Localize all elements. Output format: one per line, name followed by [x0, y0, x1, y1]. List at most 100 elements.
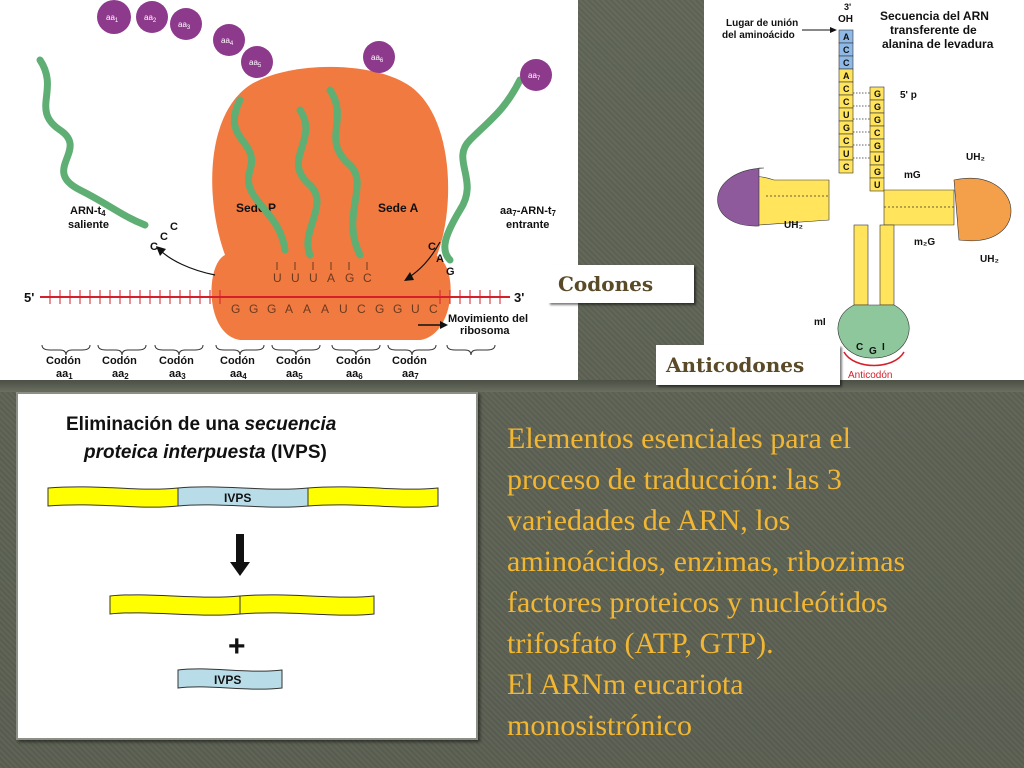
svg-text:C: C — [856, 342, 863, 353]
svg-text:C: C — [150, 241, 158, 253]
aa-bead-5 — [241, 46, 273, 78]
m2g-label: m₂G — [914, 237, 935, 248]
svg-text:G: G — [393, 302, 402, 316]
incoming-arrow-head — [404, 272, 414, 281]
body-line-1: Elementos esenciales para el — [507, 422, 852, 455]
anticodon-loop — [837, 304, 910, 359]
svg-text:aa1: aa1 — [106, 13, 119, 24]
svg-text:C: C — [874, 128, 881, 138]
ivps-diagram: Eliminación de una secuencia proteica in… — [16, 392, 478, 740]
svg-text:aa1: aa1 — [56, 368, 73, 380]
trna-strands — [36, 56, 524, 264]
oh-label: OH — [838, 14, 853, 25]
body-line-6: trifosfato (ATP, GTP). — [507, 627, 774, 660]
svg-text:C: C — [428, 241, 436, 253]
plus-sign: + — [228, 630, 246, 663]
end-3-label: 3' — [844, 2, 851, 12]
codon-aa-labels: aa1 aa2 aa3 aa4 aa5 aa6 aa7 — [56, 368, 419, 380]
svg-text:G: G — [231, 302, 240, 316]
anticodon-label: Anticodón — [848, 370, 892, 380]
uh2-bottom-label: UH₂ — [980, 254, 999, 265]
svg-text:aa2: aa2 — [112, 368, 129, 380]
ribosome-translation-diagram: 5' 3' G G G A A A U C G G U C U U U A G … — [0, 0, 578, 380]
trna-p-site — [230, 96, 289, 254]
acceptor-pairs — [853, 92, 870, 159]
body-line-4: aminoácidos, enzimas, ribozimas — [507, 545, 906, 578]
svg-text:U: U — [291, 271, 300, 285]
svg-text:C: C — [843, 97, 850, 107]
trna-outgoing-label: ARN-t4 — [70, 205, 106, 218]
svg-text:Codón: Codón — [276, 355, 311, 367]
svg-text:Codón: Codón — [392, 355, 427, 367]
trna-anticodon-letters: U U U A G C — [273, 271, 372, 285]
aa-bead-6 — [363, 41, 395, 73]
ivps-title-1: Eliminación de una secuencia — [66, 414, 337, 435]
svg-text:Codón: Codón — [159, 355, 194, 367]
amino-acid-chain — [97, 0, 552, 91]
svg-text:C: C — [843, 58, 850, 68]
outgoing-arrow-head — [156, 246, 166, 256]
svg-text:A: A — [436, 253, 444, 265]
svg-text:A: A — [327, 271, 335, 285]
body-line-3: variedades de ARN, los — [507, 504, 791, 537]
released-ivps — [177, 668, 283, 690]
svg-text:A: A — [321, 302, 329, 316]
body-line-7: El ARNm eucariota — [507, 668, 744, 701]
svg-text:C: C — [843, 84, 850, 94]
d-loop-purple — [717, 167, 765, 227]
movement-arrow-head — [440, 321, 448, 329]
svg-text:A: A — [303, 302, 311, 316]
svg-text:G: G — [874, 89, 881, 99]
mrna-ticks — [49, 290, 501, 304]
svg-text:aa2: aa2 — [144, 13, 157, 24]
svg-text:U: U — [309, 271, 318, 285]
codon-brackets — [41, 344, 496, 356]
svg-text:C: C — [429, 302, 438, 316]
body-line-2: proceso de traducción: las 3 — [507, 463, 842, 496]
base-pair-stubs — [276, 262, 368, 270]
body-line-8: monosistrónico — [507, 709, 692, 742]
down-arrow-shaft — [236, 534, 244, 566]
exein-left-top — [47, 486, 179, 508]
trna-incoming-label: aa7-ARN-t7 — [500, 205, 557, 218]
codon-labels: Codón Codón Codón Codón Codón Codón Codó… — [46, 355, 427, 367]
aa-bead-7 — [520, 59, 552, 91]
svg-text:U: U — [874, 154, 881, 164]
svg-text:U: U — [273, 271, 282, 285]
svg-text:U: U — [843, 110, 850, 120]
ivps-segment-top-label: IVPS — [224, 491, 251, 505]
slide-body-text: Elementos esenciales para el proceso de … — [507, 418, 1019, 746]
t-arm — [883, 189, 955, 226]
ribosome-svg: 5' 3' G G G A A A U C G G U C U U U A G … — [24, 0, 557, 380]
svg-text:Codón: Codón — [102, 355, 137, 367]
spliced-left — [109, 594, 241, 616]
body-line-5: factores proteicos y nucleótidos — [507, 586, 888, 619]
svg-text:G: G — [375, 302, 384, 316]
svg-text:G: G — [345, 271, 354, 285]
exein-right-top — [307, 486, 439, 508]
trna-incoming-label-2: entrante — [506, 219, 549, 231]
svg-text:I: I — [882, 342, 885, 353]
svg-text:aa4: aa4 — [221, 36, 234, 47]
svg-text:C: C — [357, 302, 366, 316]
svg-text:Codón: Codón — [220, 355, 255, 367]
trna-incoming — [441, 76, 524, 264]
mrna-3-end: 3' — [514, 290, 524, 305]
trna-title-1: Secuencia del ARN — [880, 9, 989, 23]
down-arrow-head — [230, 562, 250, 576]
anticodon-letters: C G I — [856, 342, 885, 357]
ivps-svg: Eliminación de una secuencia proteica in… — [47, 414, 439, 690]
svg-text:A: A — [285, 302, 293, 316]
trna-outgoing-label-2: saliente — [68, 219, 109, 231]
svg-text:aa5: aa5 — [249, 58, 262, 69]
svg-text:aa3: aa3 — [178, 20, 191, 31]
movement-label-2: ribosoma — [460, 325, 510, 337]
binding-site-1: Lugar de unión — [726, 18, 798, 29]
trna-svg: Secuencia del ARN transferente de alanin… — [717, 2, 1012, 380]
svg-text:A: A — [843, 71, 850, 81]
svg-text:C: C — [843, 136, 850, 146]
outgoing-ccc-letters: C C C — [150, 221, 178, 253]
svg-text:G: G — [267, 302, 276, 316]
movement-label: Movimiento del — [448, 313, 528, 325]
aa-bead-3 — [170, 8, 202, 40]
